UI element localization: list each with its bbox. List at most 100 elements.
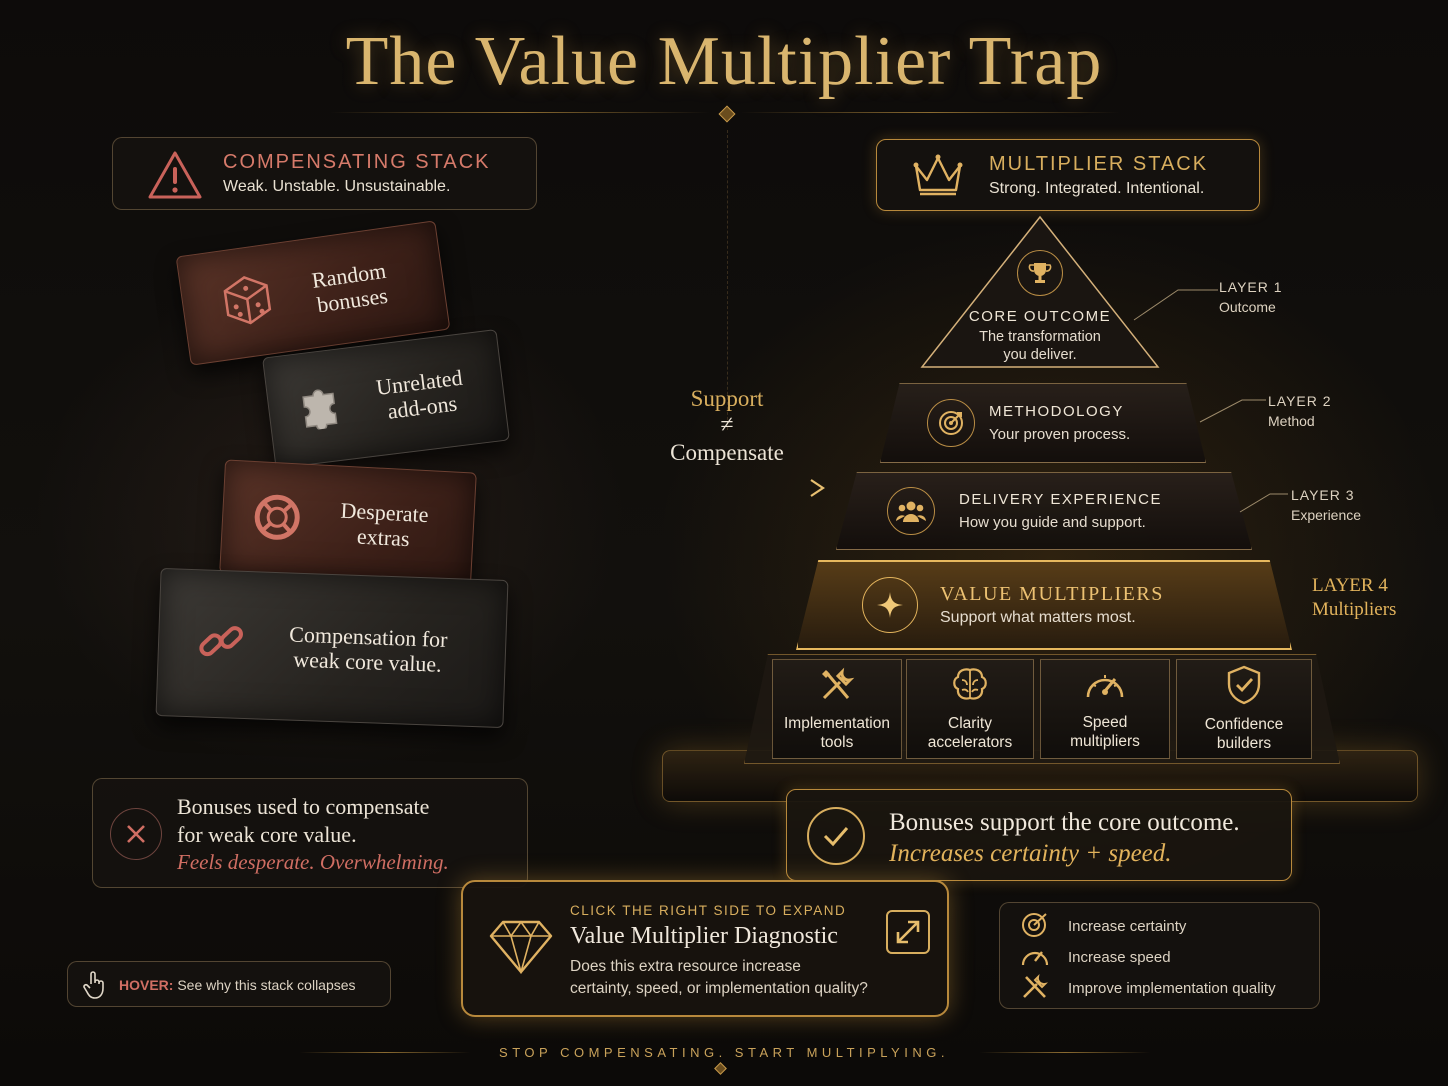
layer-tag-title: LAYER 4: [1312, 575, 1388, 596]
puzzle-icon: [293, 378, 347, 436]
criteria-checklist: Increase certainty Increase speed Improv…: [999, 902, 1320, 1009]
hover-hint[interactable]: HOVER: See why this stack collapses: [67, 961, 391, 1007]
footer-tagline: STOP COMPENSATING. START MULTIPLYING.: [499, 1045, 949, 1060]
layer-leader-lines: [1133, 289, 1288, 513]
shield-check-icon: [1226, 665, 1262, 710]
brick-label: Unrelated add-ons: [374, 364, 464, 424]
layer-desc-line2: you deliver.: [1003, 347, 1077, 364]
layer-tag-sub: Method: [1268, 412, 1315, 429]
layer-name: METHODOLOGY: [989, 403, 1124, 420]
tools-icon: [818, 666, 856, 709]
diagnostic-desc-line1: Does this extra resource increase: [570, 958, 801, 975]
criteria-item: Increase speed: [1020, 942, 1319, 973]
diagnostic-card[interactable]: CLICK THE RIGHT SIDE TO EXPAND Value Mul…: [461, 880, 949, 1017]
layer-tag-1: LAYER 1 Outcome: [1219, 278, 1283, 317]
layer-desc-line1: The transformation: [979, 329, 1101, 345]
layer-desc: Support what matters most.: [940, 609, 1136, 626]
crown-icon: [911, 152, 965, 203]
target-icon: [927, 399, 975, 447]
compensating-result-line2: for weak core value.: [177, 822, 357, 848]
layer-tag-3: LAYER 3 Experience: [1291, 486, 1361, 525]
layer-tag-title: LAYER 1: [1219, 279, 1283, 295]
cell-line2: tools: [820, 733, 854, 751]
footer-rule-left: [300, 1052, 470, 1053]
layer-methodology[interactable]: METHODOLOGY Your proven process.: [880, 383, 1206, 463]
brick-compensation[interactable]: Compensation for weak core value.: [155, 567, 509, 729]
layer-tag-4: LAYER 4 Multipliers: [1312, 574, 1396, 622]
layer-tag-sub: Multipliers: [1312, 598, 1397, 620]
diagnostic-eyebrow: CLICK THE RIGHT SIDE TO EXPAND: [570, 903, 847, 918]
target-icon: [1020, 912, 1050, 942]
layer-tag-title: LAYER 2: [1268, 393, 1332, 409]
compensating-subtitle: Weak. Unstable. Unsustainable.: [223, 178, 451, 195]
title-rule-right: [740, 112, 1120, 113]
title-rule-left: [330, 112, 710, 113]
layer-name: CORE OUTCOME: [968, 308, 1112, 325]
layer-core-outcome[interactable]: CORE OUTCOME The transformation you deli…: [950, 308, 1130, 364]
cell-line1: Clarity: [948, 714, 992, 732]
brick-label: Compensation for weak core value.: [288, 621, 448, 677]
diamond-gem-icon: [489, 918, 553, 979]
cell-line2: multipliers: [1070, 732, 1140, 750]
speedometer-icon: [1084, 667, 1126, 708]
sparkle-icon: [862, 577, 918, 633]
compensating-result-panel: Bonuses used to compensate for weak core…: [92, 778, 528, 888]
criteria-label: Increase speed: [1068, 949, 1171, 966]
layer-tag-2: LAYER 2 Method: [1268, 392, 1332, 431]
pointer-hand-icon: [82, 970, 108, 1005]
lifebuoy-icon: [251, 491, 304, 549]
broken-link-icon: [195, 616, 247, 673]
hover-label: HOVER:: [119, 977, 174, 993]
brick-label: Random bonuses: [310, 257, 390, 318]
arrow-right-icon: [575, 478, 827, 503]
tools-icon: [1020, 973, 1050, 1004]
brain-icon: [950, 666, 990, 709]
brick-desperate-extras[interactable]: Desperate extras: [219, 459, 477, 587]
criteria-item: Increase certainty: [1020, 911, 1319, 942]
expand-icon: [896, 920, 920, 944]
center-divider: [727, 130, 728, 430]
brick-label: Desperate extras: [340, 497, 430, 552]
expand-button[interactable]: [886, 910, 930, 954]
criteria-item: Improve implementation quality: [1020, 973, 1319, 1004]
footer-rule-right: [980, 1052, 1150, 1053]
compensating-stack-header: COMPENSATING STACK Weak. Unstable. Unsus…: [112, 137, 537, 210]
compensating-result-line1: Bonuses used to compensate: [177, 794, 430, 819]
multiplier-title: MULTIPLIER STACK: [989, 153, 1209, 175]
cell-line2: accelerators: [927, 733, 1013, 751]
group-icon: [887, 487, 935, 535]
layer-tag-title: LAYER 3: [1291, 487, 1355, 503]
warning-icon: [147, 150, 203, 205]
layer-delivery-experience[interactable]: DELIVERY EXPERIENCE How you guide and su…: [836, 472, 1252, 550]
brick-unrelated-addons[interactable]: Unrelated add-ons: [262, 329, 510, 469]
multiplier-result-text: Bonuses support the core outcome.: [889, 809, 1240, 836]
checkmark-icon: [807, 807, 865, 865]
criteria-label: Improve implementation quality: [1068, 980, 1276, 997]
brick-random-bonuses[interactable]: Random bonuses: [175, 220, 451, 366]
layer-name: VALUE MULTIPLIERS: [940, 583, 1164, 605]
hover-text: See why this stack collapses: [177, 977, 356, 993]
speedometer-icon: [1020, 943, 1050, 973]
multiplier-stack-header: MULTIPLIER STACK Strong. Integrated. Int…: [876, 139, 1260, 211]
multiplier-result-panel: Bonuses support the core outcome. Increa…: [786, 789, 1292, 881]
cell-line1: Speed: [1082, 713, 1128, 731]
dice-icon: [217, 269, 279, 335]
cell-line2: builders: [1216, 734, 1272, 752]
layer-name: DELIVERY EXPERIENCE: [959, 491, 1163, 508]
layer-desc: Your proven process.: [989, 426, 1131, 443]
layer-value-multipliers[interactable]: VALUE MULTIPLIERS Support what matters m…: [796, 560, 1292, 650]
criteria-label: Increase certainty: [1068, 918, 1187, 935]
support-label: Support: [690, 386, 764, 411]
compensating-title: COMPENSATING STACK: [223, 151, 491, 173]
cell-line1: Implementation: [784, 714, 890, 732]
layer-tag-sub: Outcome: [1219, 298, 1276, 315]
not-equal-symbol: ≠: [720, 412, 734, 439]
compensating-result-note: Feels desperate. Overwhelming.: [177, 850, 449, 875]
cell-line1: Confidence: [1204, 715, 1284, 733]
diagnostic-title: Value Multiplier Diagnostic: [570, 923, 838, 949]
x-icon: [110, 808, 162, 860]
